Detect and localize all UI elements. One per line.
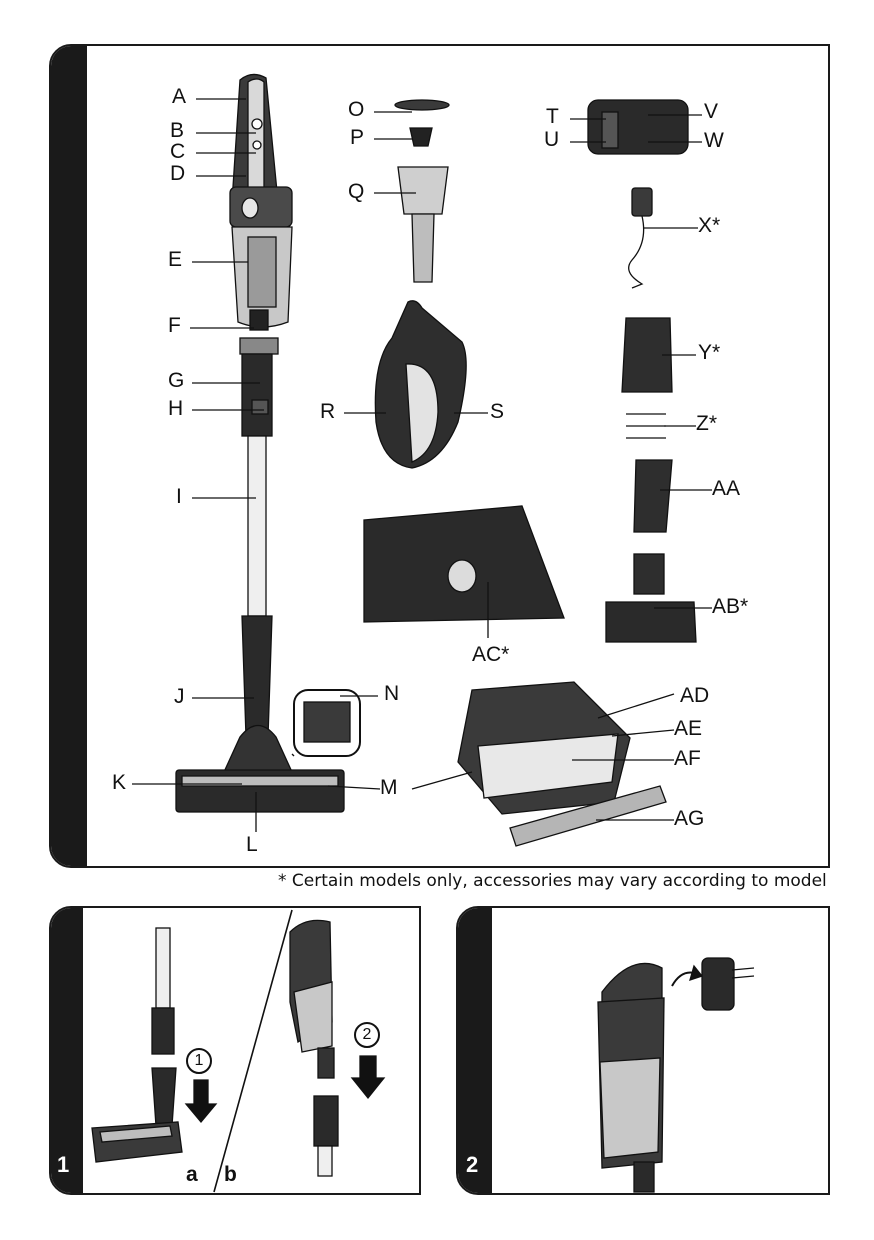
label-h: H [168, 397, 184, 420]
label-f: F [168, 314, 181, 337]
label-ag: AG [674, 807, 705, 830]
parts-illustration [132, 73, 712, 847]
step1-illustration [91, 909, 386, 1193]
label-p: P [350, 126, 365, 149]
label-ad: AD [680, 684, 710, 707]
label-u: U [544, 128, 560, 151]
parts-overview-panel [49, 44, 830, 868]
step1-sub-a: a [186, 1163, 198, 1186]
label-r: R [320, 400, 336, 423]
label-ab: AB* [712, 595, 749, 618]
label-n: N [384, 682, 400, 705]
step1-circle-2: 2 [354, 1022, 380, 1048]
label-z: Z* [696, 412, 717, 435]
label-af: AF [674, 747, 701, 770]
label-x: X* [698, 214, 721, 237]
label-g: G [168, 369, 185, 392]
label-y: Y* [698, 341, 721, 364]
step2-illustration [597, 957, 755, 1193]
step2-panel [456, 906, 830, 1195]
label-k: K [112, 771, 127, 794]
label-aa: AA [712, 477, 741, 500]
label-t: T [546, 105, 559, 128]
footnote: * Certain models only, accessories may v… [278, 871, 827, 891]
step1-tab [51, 908, 83, 1193]
step1-panel [49, 906, 421, 1195]
label-v: V [704, 100, 719, 123]
step1-circle-1: 1 [186, 1048, 212, 1074]
label-q: Q [348, 180, 365, 203]
label-o: O [348, 98, 365, 121]
label-m: M [380, 776, 398, 799]
step2-tab [458, 908, 492, 1193]
label-l: L [246, 833, 258, 856]
label-w: W [704, 129, 724, 152]
label-d: D [170, 162, 186, 185]
label-e: E [168, 248, 183, 271]
label-c: C [170, 140, 186, 163]
label-a: A [172, 85, 187, 108]
step1-number: 1 [57, 1152, 70, 1177]
step2-number: 2 [466, 1152, 479, 1177]
label-s: S [490, 400, 505, 423]
panel-tab [51, 46, 87, 866]
label-i: I [176, 485, 182, 508]
label-ac: AC* [472, 643, 510, 666]
label-j: J [174, 685, 185, 708]
label-ae: AE [674, 717, 703, 740]
label-b: B [170, 119, 185, 142]
step1-sub-b: b [224, 1163, 237, 1186]
